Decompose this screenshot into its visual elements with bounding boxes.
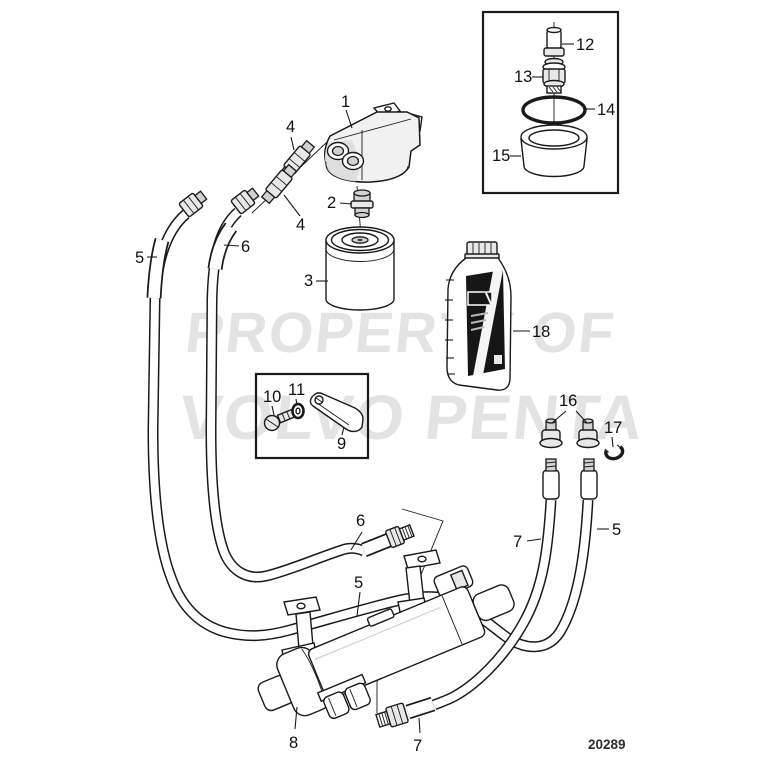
hose-7 xyxy=(431,499,557,711)
anode-strap xyxy=(309,392,364,433)
inset-box-valve-kit xyxy=(481,10,620,195)
connector-fitting-left xyxy=(539,418,563,449)
callout-8: 8 xyxy=(289,734,298,752)
callout-14: 14 xyxy=(597,101,615,119)
callout-17: 17 xyxy=(604,419,622,437)
oil-filter-cartridge xyxy=(325,226,395,311)
hose-7-end-fitting xyxy=(375,702,409,728)
hose-7-threaded-end xyxy=(542,458,560,500)
callout-5-hose-right: 5 xyxy=(612,521,621,539)
leader-lines xyxy=(147,43,614,734)
steering-cylinder xyxy=(257,565,515,720)
retaining-clip xyxy=(604,444,625,461)
drawing-number: 20289 xyxy=(588,737,626,752)
valve-fitting xyxy=(542,57,566,94)
connector-fitting-right xyxy=(576,418,600,449)
hose-6-elbow-nut xyxy=(230,187,260,215)
callout-4-upper: 4 xyxy=(286,118,295,136)
callout-4-lower: 4 xyxy=(296,216,305,234)
filter-cup xyxy=(520,124,588,178)
callout-2: 2 xyxy=(327,194,336,212)
hose-5-long xyxy=(147,209,594,653)
filter-head-bracket xyxy=(324,102,423,183)
callout-12: 12 xyxy=(576,36,594,54)
callout-6-hose-top: 6 xyxy=(241,238,250,256)
callout-5-hose-mid: 5 xyxy=(354,574,363,592)
callout-13: 13 xyxy=(514,68,532,86)
mounting-bracket-right xyxy=(397,549,441,613)
callout-5-hose-top: 5 xyxy=(135,249,144,267)
oil-bottle xyxy=(445,241,512,391)
callout-1: 1 xyxy=(341,93,350,111)
callout-7-right: 7 xyxy=(513,533,522,551)
callout-11: 11 xyxy=(288,381,305,399)
hose-5-threaded-end xyxy=(580,458,598,500)
callout-6-hose-mid: 6 xyxy=(356,512,365,530)
hose-5-elbow-nut xyxy=(178,190,208,218)
callout-9: 9 xyxy=(337,435,346,453)
callout-7-bottom: 7 xyxy=(413,737,422,755)
callout-16: 16 xyxy=(559,392,577,410)
o-ring xyxy=(521,95,587,125)
hose-6 xyxy=(205,207,367,583)
callout-labels: 1 2 3 4 4 5 5 5 6 6 7 7 8 9 10 11 12 13 … xyxy=(135,36,622,755)
hose-ferrules xyxy=(146,222,436,720)
vent-plug xyxy=(543,26,565,57)
bottle-graduation-marks xyxy=(445,279,455,375)
callout-10: 10 xyxy=(263,388,281,406)
hose-6-end-fitting xyxy=(385,524,415,549)
callout-18: 18 xyxy=(532,323,550,341)
fitting-4-lower xyxy=(260,163,298,205)
callout-15: 15 xyxy=(492,147,510,165)
inset-box-strap-kit xyxy=(254,372,370,460)
nipple-fitting xyxy=(350,189,374,219)
washer xyxy=(291,402,305,420)
callout-3: 3 xyxy=(304,272,313,290)
